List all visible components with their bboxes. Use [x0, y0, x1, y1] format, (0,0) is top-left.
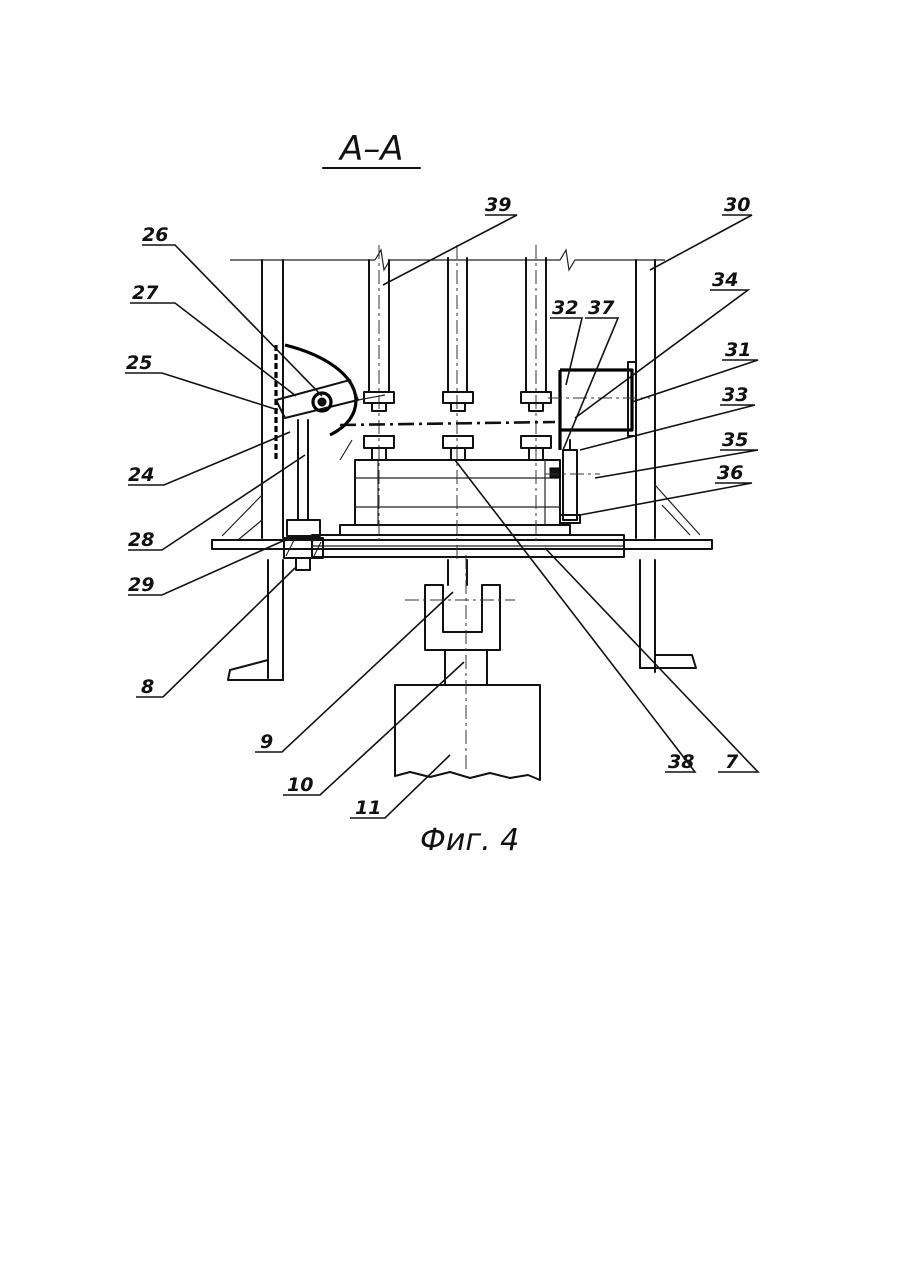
- callout-29: 29: [128, 574, 154, 596]
- callout-9: 9: [260, 731, 273, 753]
- leader-lines: [125, 215, 758, 818]
- callout-10: 10: [287, 774, 313, 796]
- callout-38: 38: [668, 751, 694, 773]
- callout-30: 30: [724, 194, 750, 216]
- callout-33: 33: [722, 384, 748, 406]
- section-title-group: А–А: [323, 129, 420, 169]
- callout-28: 28: [128, 529, 154, 551]
- lower-assembly: [395, 555, 540, 780]
- callout-7: 7: [725, 751, 739, 773]
- figure-caption: Фиг. 4: [420, 823, 519, 858]
- callout-34: 34: [712, 269, 738, 291]
- callout-8: 8: [141, 676, 154, 698]
- callout-31: 31: [725, 339, 751, 361]
- section-title: А–А: [338, 129, 404, 169]
- callout-26: 26: [142, 224, 168, 246]
- callout-32: 32: [552, 297, 578, 319]
- belt-line: [340, 422, 555, 425]
- callout-37: 37: [588, 297, 615, 319]
- callout-35: 35: [722, 429, 748, 451]
- callout-39: 39: [485, 194, 511, 216]
- left-column: [222, 260, 283, 680]
- callout-25: 25: [126, 352, 152, 374]
- callout-27: 27: [132, 282, 159, 304]
- callout-24: 24: [128, 464, 154, 486]
- callout-36: 36: [717, 462, 743, 484]
- callout-11: 11: [355, 797, 381, 819]
